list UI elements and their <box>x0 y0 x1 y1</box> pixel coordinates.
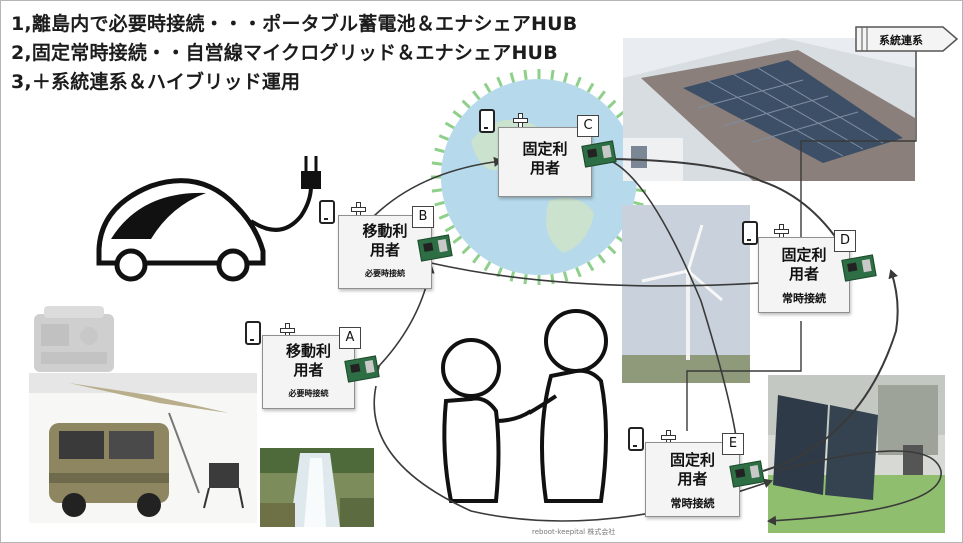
grid-interconnect-label: 系統連系 <box>879 34 923 47</box>
smartphone-icon <box>479 109 495 133</box>
plus-icon <box>513 113 528 128</box>
node-d-sub: 常時接続 <box>782 292 826 305</box>
power-plug-icon <box>249 156 321 232</box>
node-c-role-line1: 固定利 <box>522 140 568 158</box>
node-d-role-line1: 固定利 <box>781 246 827 264</box>
smartphone-icon <box>742 221 758 245</box>
electric-car-icon <box>96 178 266 282</box>
node-e-letter: E <box>722 433 744 455</box>
smartphone-icon <box>245 321 261 345</box>
node-a-letter: A <box>339 327 361 349</box>
plus-icon <box>280 323 295 338</box>
node-a-role-line2: 用者 <box>293 361 324 379</box>
handshake-figures-icon <box>441 309 608 503</box>
node-b-role-line1: 移動利 <box>362 222 408 240</box>
smartphone-icon <box>319 200 335 224</box>
node-e-role-line1: 固定利 <box>669 451 715 469</box>
node-b-letter: B <box>412 206 434 228</box>
waterfall-photo <box>260 448 374 527</box>
smartphone-icon <box>628 427 644 451</box>
node-d-letter: D <box>834 230 856 252</box>
node-b-sub: 必要時接続 <box>365 269 405 278</box>
node-c-letter: C <box>577 115 599 137</box>
footer-credit: reboot-keepital 株式会社 <box>532 528 616 536</box>
node-d-role-line2: 用者 <box>788 265 819 283</box>
node-a-role-line1: 移動利 <box>285 342 331 360</box>
node-e-sub: 常時接続 <box>670 497 715 510</box>
portable-battery-photo <box>29 304 119 374</box>
node-e-role-line2: 用者 <box>677 470 708 488</box>
camper-van-photo <box>29 373 257 523</box>
node-b-role-line2: 用者 <box>369 241 400 259</box>
heading-2: 2,固定常時接続・・自営線マイクログリッド＆エナシェアHUB <box>11 42 558 64</box>
node-a-sub: 必要時接続 <box>288 389 329 398</box>
node-c: 固定利 用者 <box>498 127 592 197</box>
rooftop-solar-photo <box>623 38 915 181</box>
node-c-role-line2: 用者 <box>529 159 560 177</box>
node-b: 移動利 用者 必要時接続 <box>338 215 432 289</box>
grid-interconnect-arrow: 系統連系 <box>855 24 959 54</box>
heading-3: 3,＋系統連系＆ハイブリッド運用 <box>11 71 301 93</box>
heading-1: 1,離島内で必要時接続・・・ポータブル蓄電池＆エナシェアHUB <box>11 13 578 35</box>
